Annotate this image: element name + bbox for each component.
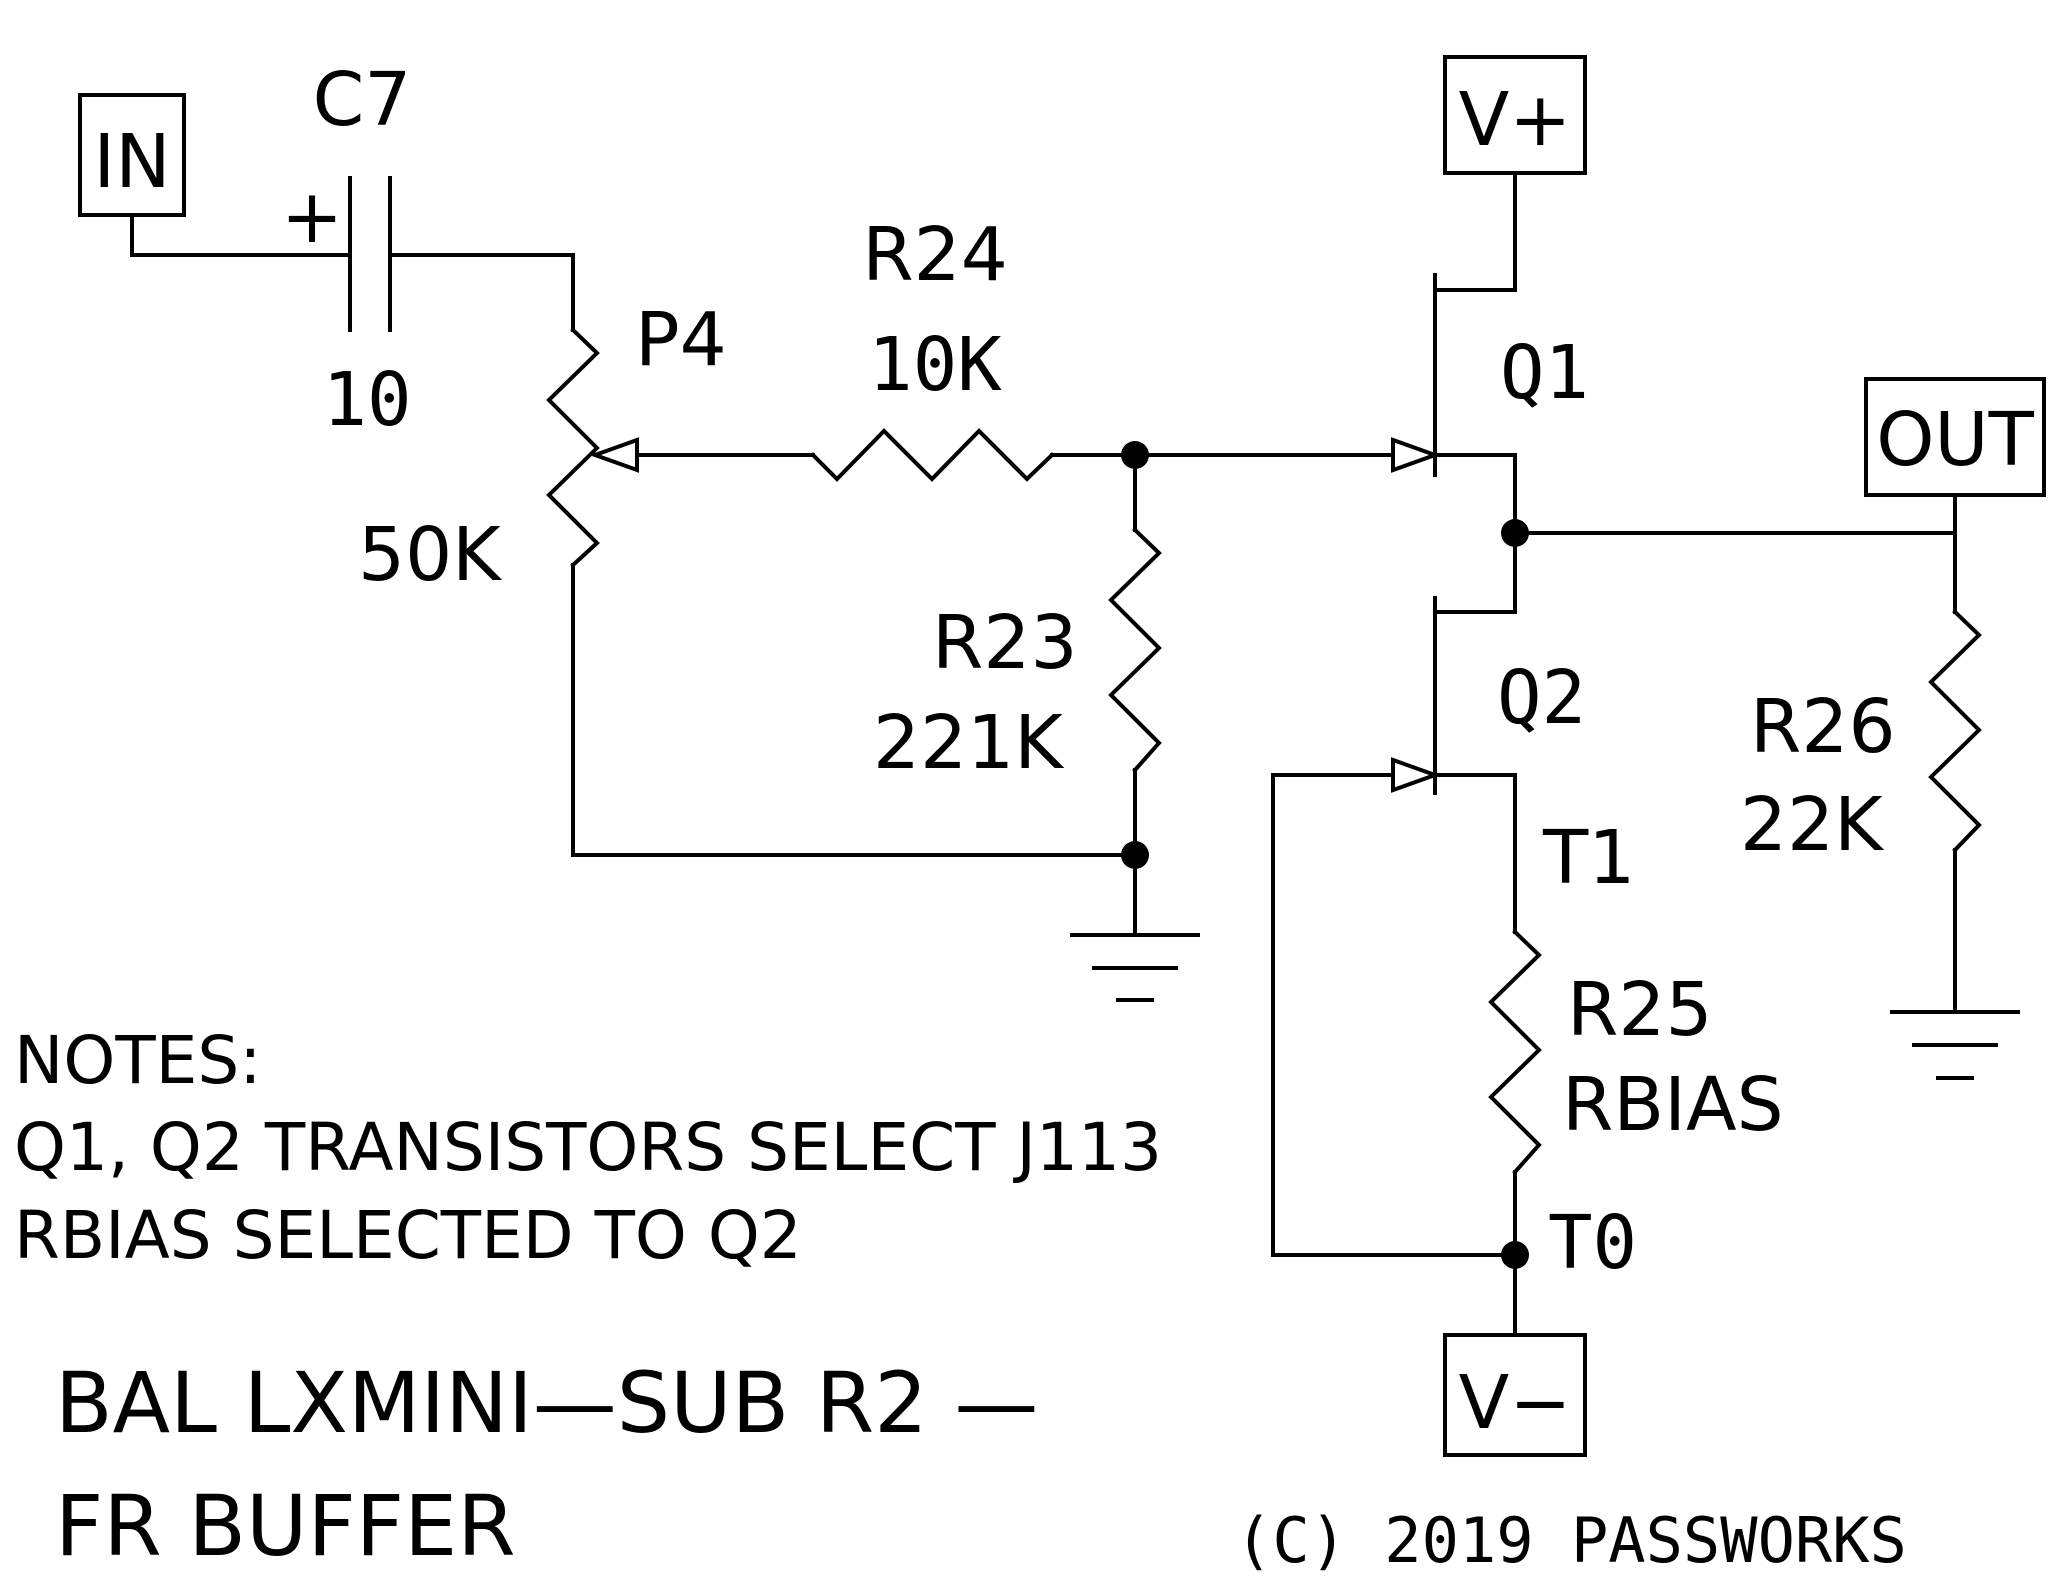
c7-polarity-mark: +	[281, 174, 343, 260]
r24-resistor-body	[810, 428, 1055, 482]
vplus-port-label: V+	[1459, 77, 1572, 163]
vminus-port-label: V−	[1459, 1360, 1572, 1446]
out-port-label: OUT	[1876, 397, 2034, 483]
vminus-port-box	[1443, 1333, 1587, 1457]
wire-in-to-c7	[130, 213, 350, 257]
notes-heading: NOTES:	[14, 1022, 261, 1099]
junction-ground-1	[1121, 841, 1149, 869]
r24-value-label: 10K	[868, 322, 1002, 408]
q1-ref-label: Q1	[1500, 330, 1589, 416]
wire-q2-gate-loop	[1271, 773, 1517, 1257]
junction-t0	[1501, 1241, 1529, 1269]
wire-vplus-to-q1-drain	[1433, 171, 1517, 292]
copyright-notice: (C) 2019 PASSWORKS	[1235, 1504, 1907, 1577]
notes-line-1: Q1, Q2 TRANSISTORS SELECT J113	[14, 1109, 1162, 1186]
r26-resistor-body	[1928, 609, 1982, 853]
q2-ref-label: Q2	[1497, 655, 1586, 741]
title-line-1: BAL LXMINI—SUB R2 —	[55, 1354, 1038, 1452]
c7-ref-label: C7	[313, 57, 412, 143]
wire-c7-to-p4	[390, 253, 575, 332]
in-port-label: IN	[93, 119, 170, 205]
p4-resistor-body	[546, 327, 600, 568]
r25-resistor-body	[1488, 929, 1542, 1175]
wire-q2-source-to-r25	[1433, 773, 1517, 934]
p4-ref-label: P4	[635, 297, 727, 383]
wire-output-to-q2-drain	[1433, 531, 1517, 614]
title-line-2: FR BUFFER	[55, 1477, 516, 1575]
r25-value-label: RBIAS	[1562, 1062, 1784, 1148]
p4-value-label: 50K	[358, 512, 503, 598]
r26-ref-label: R26	[1750, 684, 1896, 770]
r23-ref-label: R23	[932, 600, 1078, 686]
p4-wiper-arrow	[589, 437, 639, 473]
t1-label: T1	[1542, 815, 1635, 901]
q2-gate-arrow	[1391, 757, 1441, 793]
q1-gate-arrow	[1391, 437, 1441, 473]
r24-ref-label: R24	[862, 212, 1008, 298]
r23-resistor-body	[1108, 527, 1162, 773]
r25-ref-label: R25	[1567, 967, 1713, 1053]
t0-label: T0	[1548, 1200, 1637, 1286]
c7-value-label: 10	[322, 357, 411, 443]
r26-value-label: 22K	[1740, 782, 1885, 868]
notes-line-2: RBIAS SELECTED TO Q2	[14, 1197, 802, 1274]
r23-value-label: 221K	[873, 700, 1065, 786]
